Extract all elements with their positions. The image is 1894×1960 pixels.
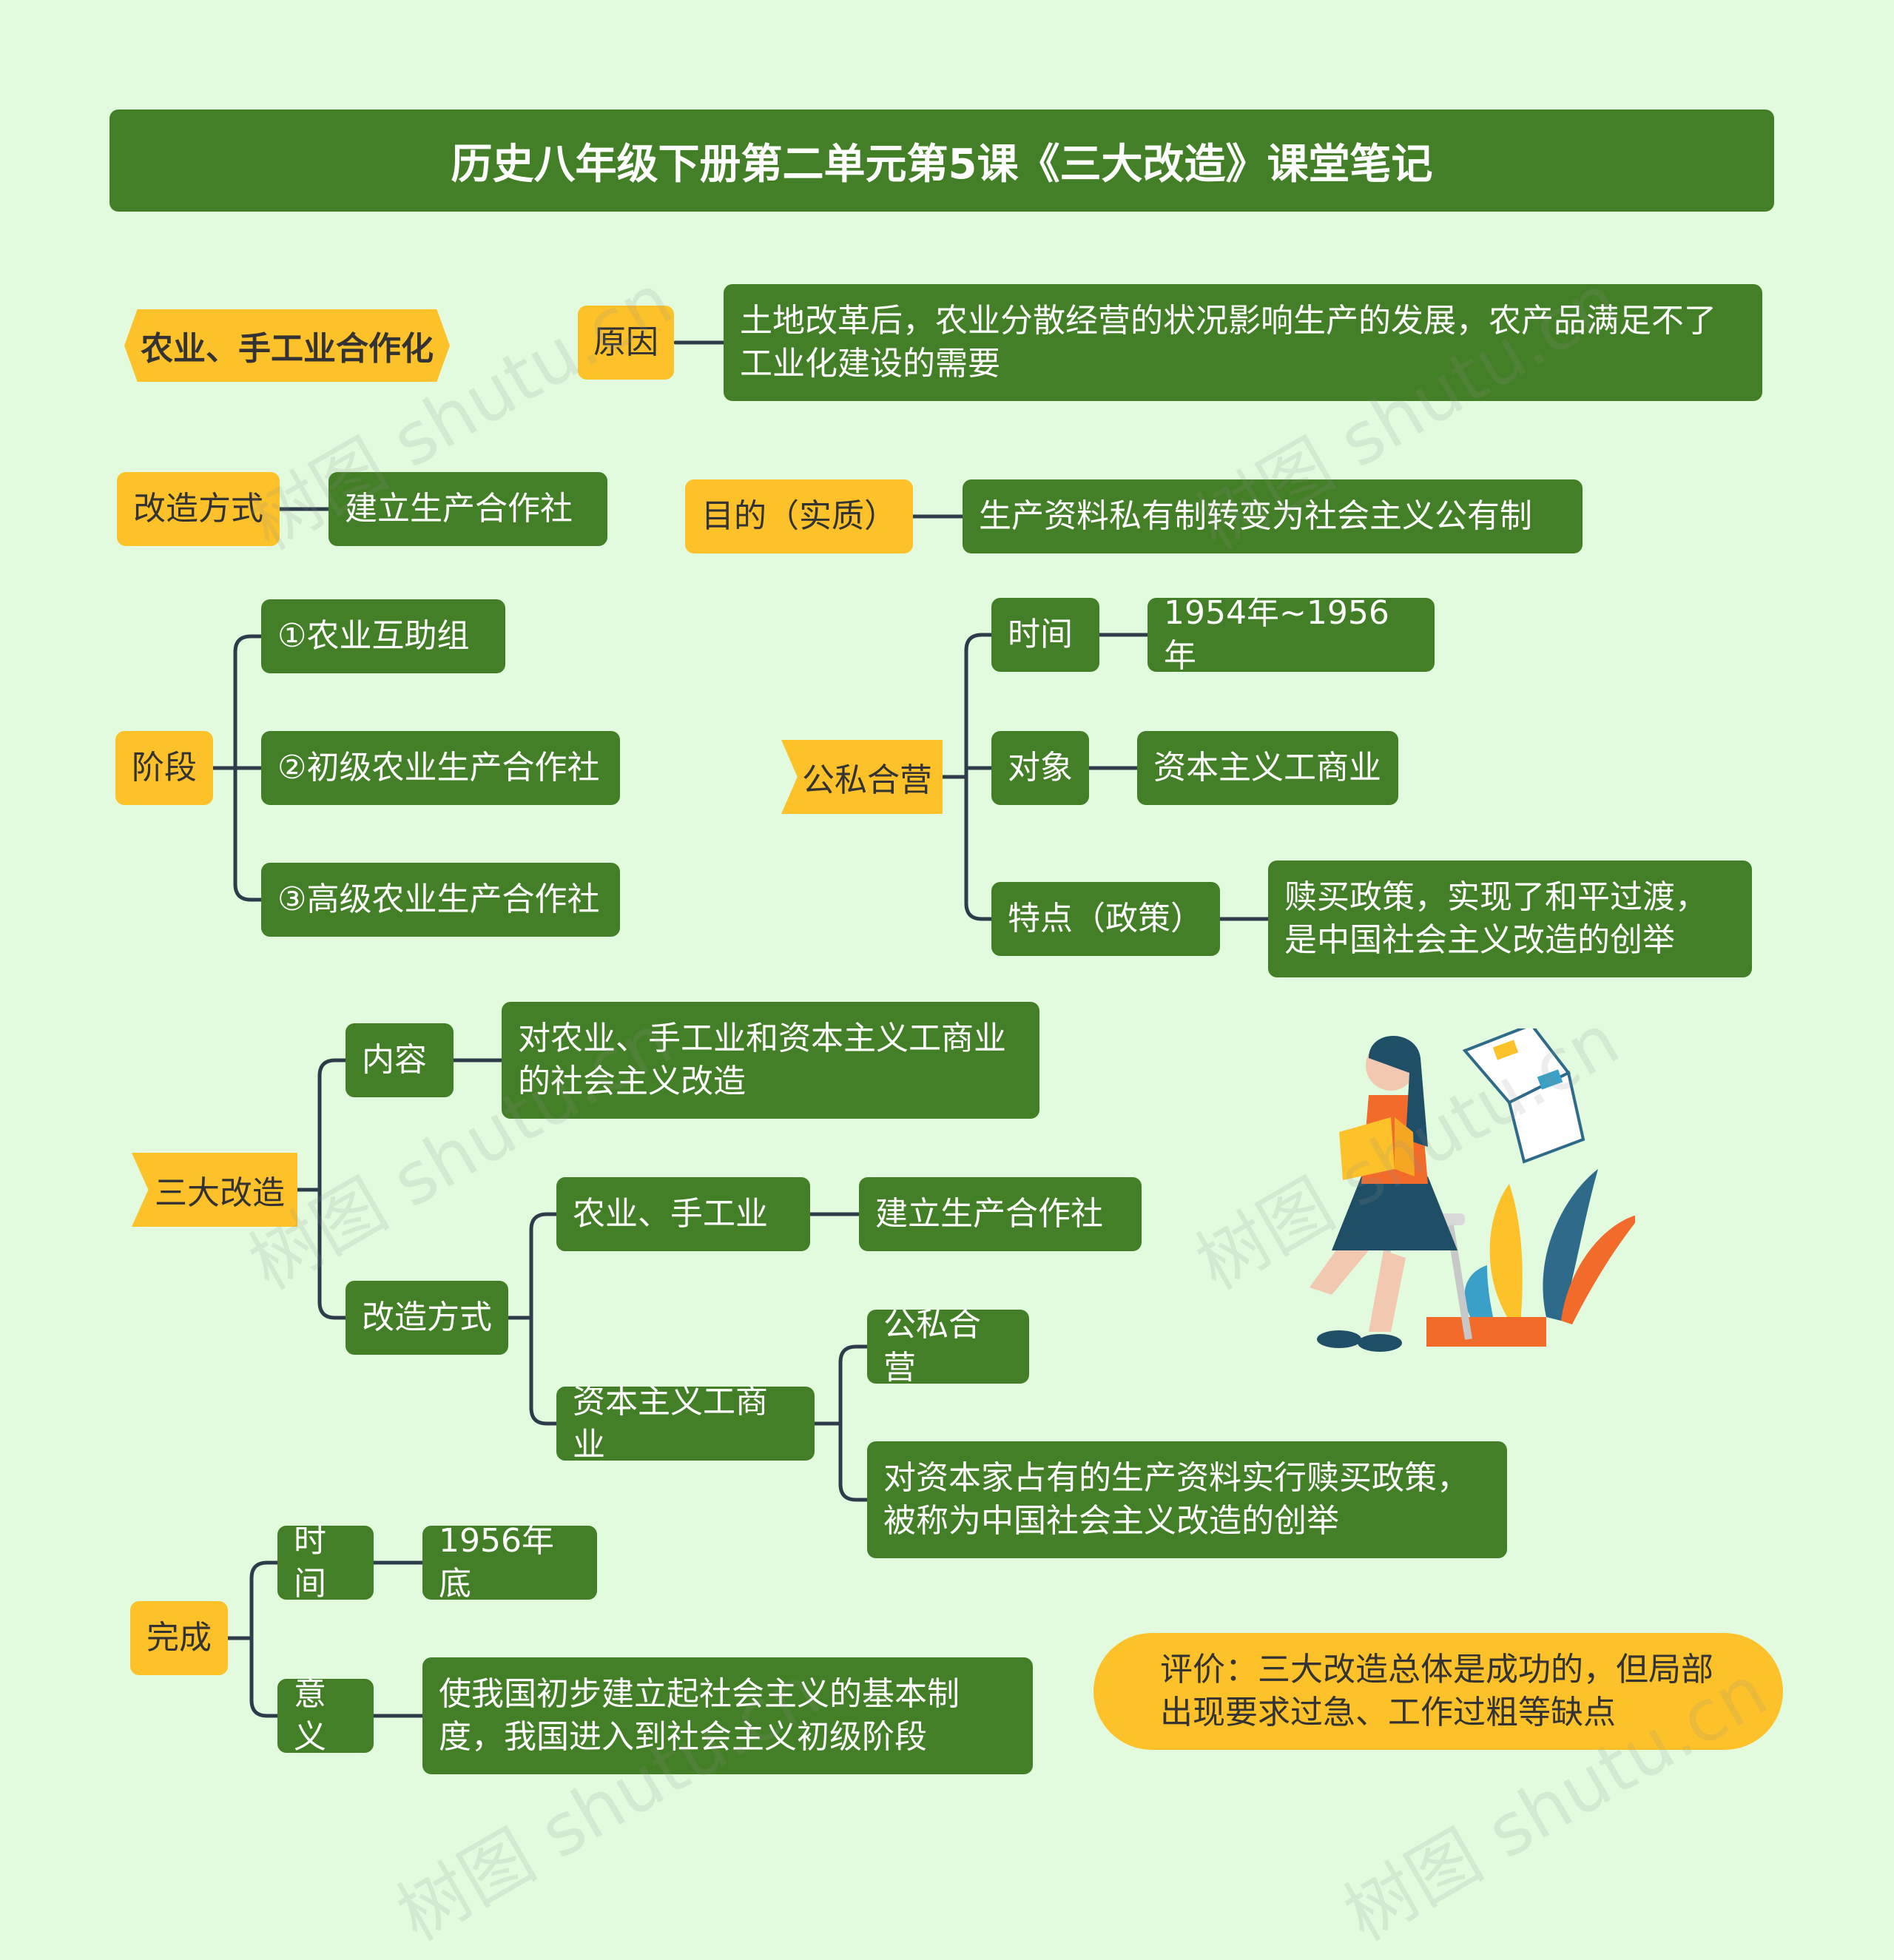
content-text: 对农业、手工业和资本主义工商业的社会主义改造: [502, 1002, 1039, 1119]
method-label: 改造方式: [117, 472, 280, 546]
evaluation-note: 评价：三大改造总体是成功的，但局部出现要求过急、工作过粗等缺点: [1093, 1633, 1783, 1750]
joint-object-value: 资本主义工商业: [1137, 731, 1398, 805]
method2-label: 改造方式: [346, 1281, 508, 1355]
stage-item: ③高级农业生产合作社: [261, 863, 620, 937]
reason-text: 土地改革后，农业分散经营的状况影响生产的发展，农产品满足不了工业化建设的需要: [724, 284, 1762, 401]
joint-feature-label: 特点（政策）: [991, 882, 1220, 956]
connector-lines: [211, 340, 1270, 1718]
three-transformations-topic: 三大改造: [132, 1153, 297, 1227]
capital-joint: 公私合营: [867, 1306, 1029, 1387]
joint-object-label: 对象: [991, 731, 1089, 805]
capital-policy: 对资本家占有的生产资料实行赎买政策，被称为中国社会主义改造的创举: [867, 1441, 1507, 1558]
joint-time-value: 1954年~1956年: [1147, 594, 1435, 675]
capital-label: 资本主义工商业: [556, 1383, 815, 1464]
complete-time-value: 1956年底: [422, 1522, 597, 1603]
content-label: 内容: [346, 1023, 454, 1097]
meaning-text: 使我国初步建立起社会主义的基本制度，我国进入到社会主义初级阶段: [422, 1657, 1033, 1774]
three-transformations-label: 三大改造: [155, 1174, 285, 1212]
method-text: 建立生产合作社: [328, 472, 607, 546]
stage-item: ②初级农业生产合作社: [261, 731, 620, 805]
reason-label: 原因: [578, 306, 674, 380]
complete-label: 完成: [130, 1601, 228, 1675]
agri-value: 建立生产合作社: [859, 1177, 1142, 1251]
purpose-text: 生产资料私有制转变为社会主义公有制: [963, 479, 1583, 553]
agri-label: 农业、手工业: [556, 1177, 810, 1251]
joint-venture-label: 公私合营: [802, 761, 932, 799]
joint-feature-value: 赎买政策，实现了和平过渡，是中国社会主义改造的创举: [1268, 861, 1752, 977]
woman-reading-icon: [1310, 1028, 1635, 1352]
joint-time-label: 时间: [991, 598, 1099, 672]
purpose-label: 目的（实质）: [685, 479, 913, 553]
complete-time-label: 时间: [277, 1522, 374, 1603]
joint-venture-topic: 公私合营: [781, 740, 943, 814]
stage-item: ①农业互助组: [261, 599, 505, 673]
topic-cooperation: 农业、手工业合作化: [124, 309, 450, 382]
page-title: 历史八年级下册第二单元第5课《三大改造》课堂笔记: [109, 110, 1774, 212]
stage-label: 阶段: [115, 731, 213, 805]
meaning-label: 意义: [277, 1675, 374, 1756]
